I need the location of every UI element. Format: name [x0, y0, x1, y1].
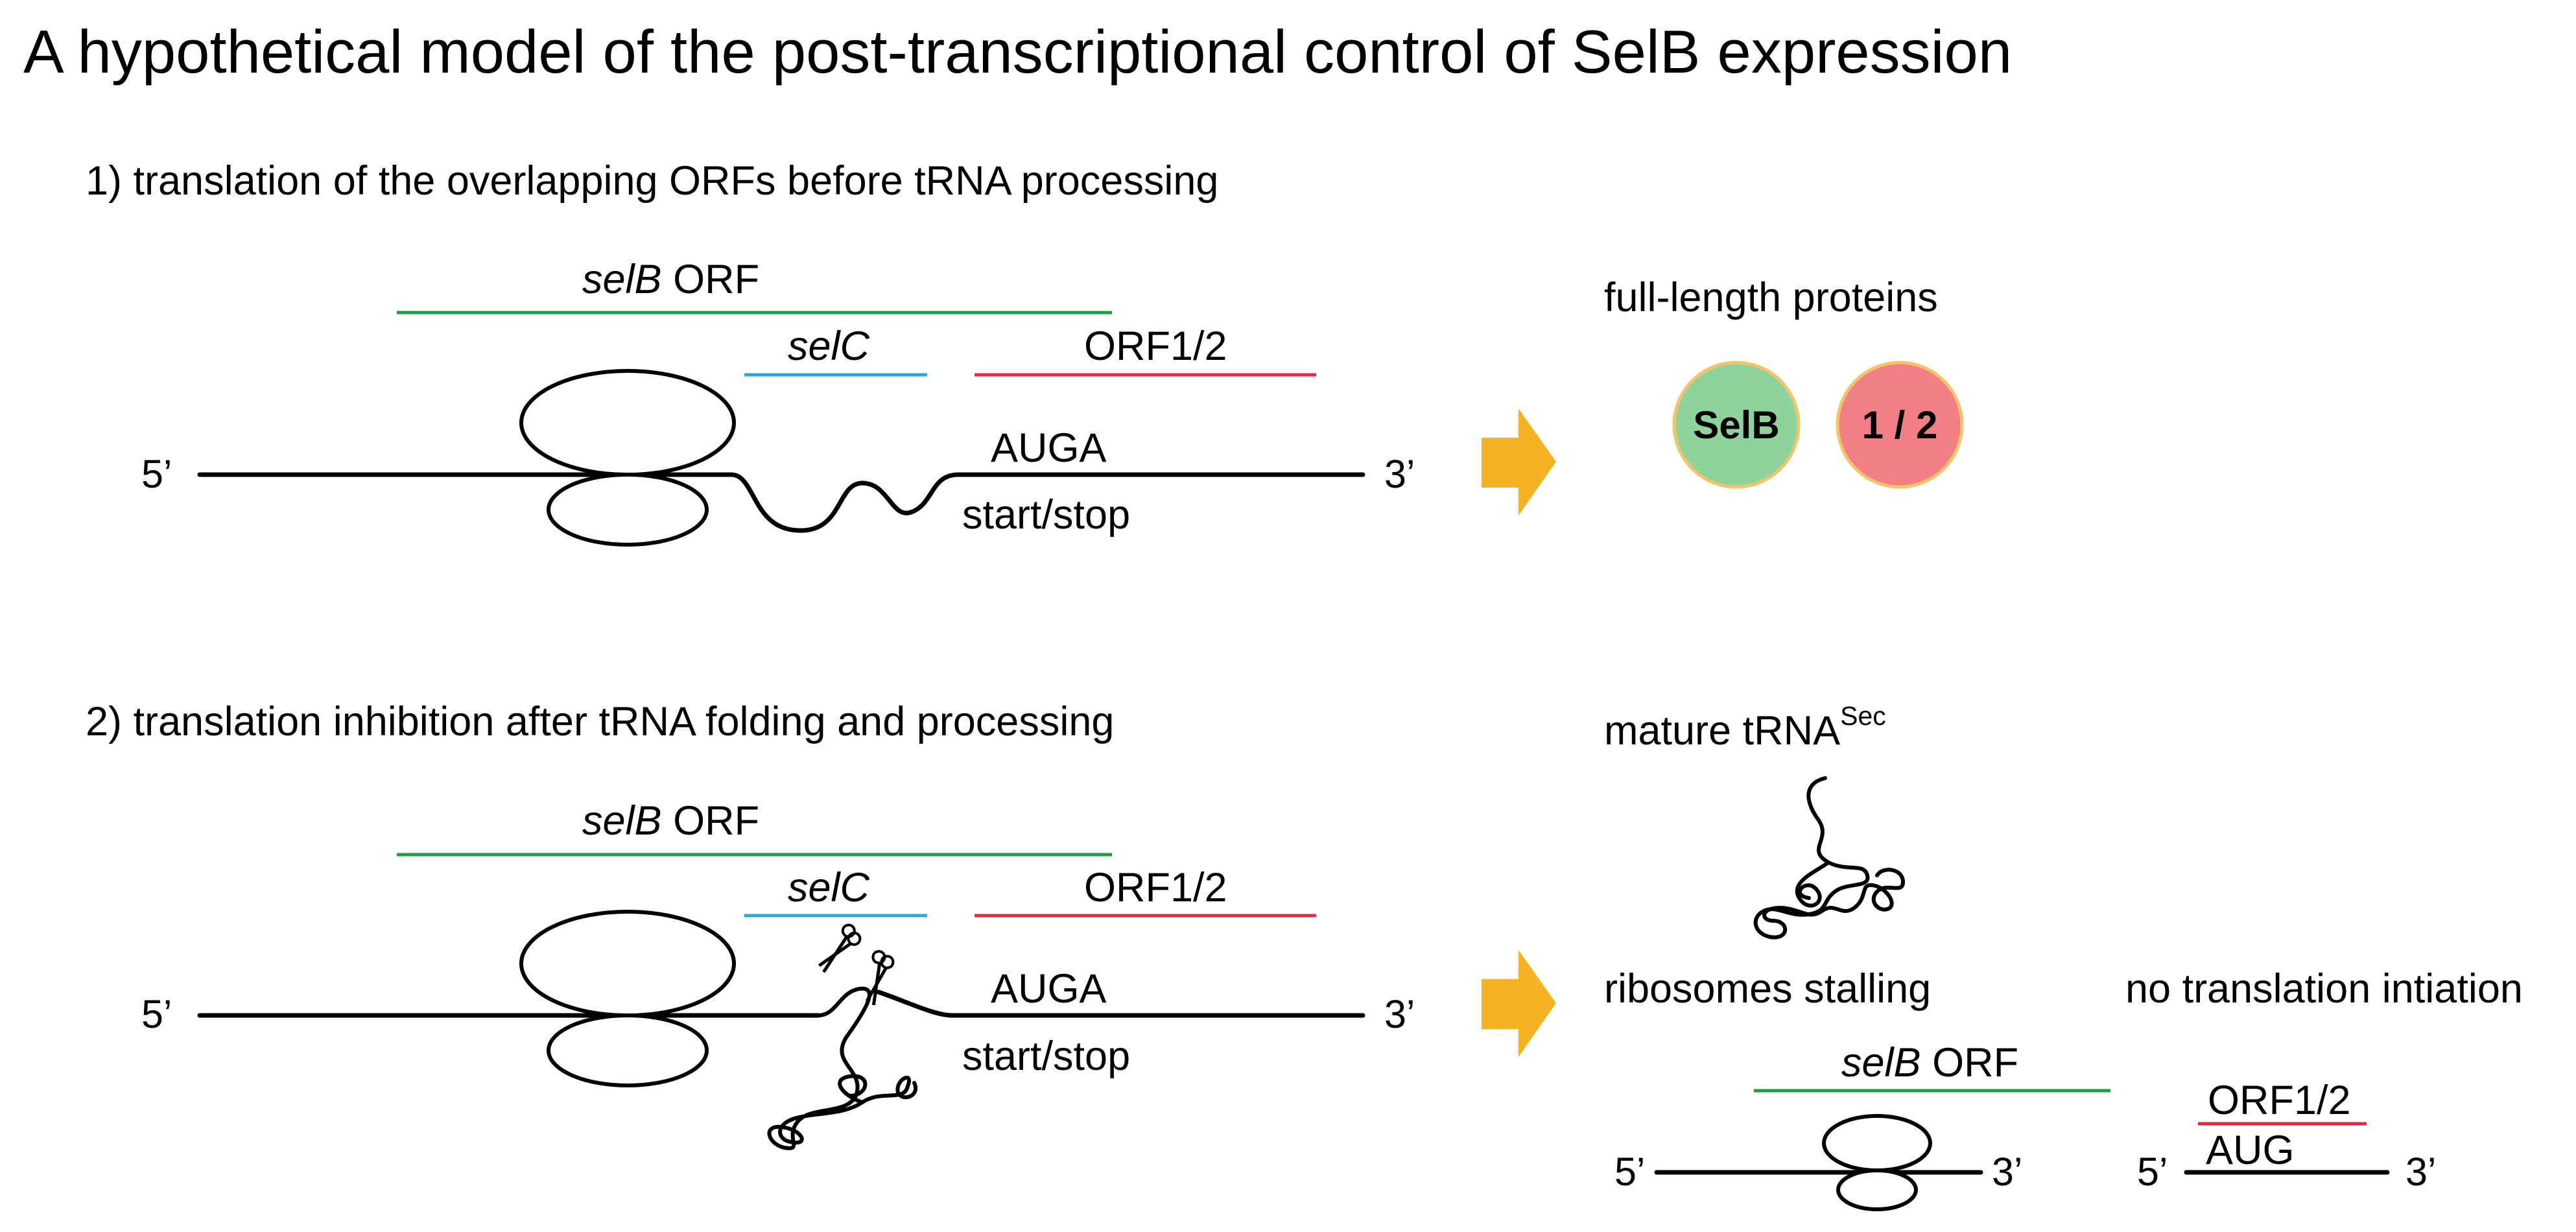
right-arrow-2: [1482, 950, 1556, 1057]
selb-orf-label-2: selB ORF: [582, 798, 759, 844]
three-prime-label-2: 3’: [1384, 992, 1415, 1036]
full-length-proteins-label: full-length proteins: [1604, 275, 1938, 320]
stall-three-prime: 3’: [1992, 1150, 2022, 1194]
mrna-strand-2: [197, 989, 1365, 1018]
start-stop-label: start/stop: [962, 492, 1130, 538]
orf12-protein-circle: [1836, 361, 1964, 489]
three-prime-label: 3’: [1384, 452, 1415, 496]
panel-1: 1) translation of the overlapping ORFs b…: [86, 158, 1964, 547]
ribosome-small-subunit: [547, 473, 709, 547]
ribosome-large-subunit-2: [519, 910, 736, 1017]
noinit-five-prime: 5’: [2137, 1150, 2168, 1194]
mature-trna-label: mature tRNASec: [1604, 701, 1886, 753]
auga-label-2: AUGA: [991, 966, 1107, 1012]
five-prime-label: 5’: [141, 452, 172, 496]
panel-2: 2) translation inhibition after tRNA fol…: [86, 699, 2523, 1211]
selc-label-2: selC: [788, 865, 870, 910]
stall-selb-orf-label: selB ORF: [1841, 1040, 2018, 1085]
panel-2-heading: 2) translation inhibition after tRNA fol…: [86, 699, 1114, 744]
mature-trna-shape: [1753, 776, 1905, 940]
stall-five-prime: 5’: [1614, 1150, 1645, 1194]
selb-protein-label: SelB: [1693, 403, 1779, 447]
ribosome-small-subunit-2: [547, 1013, 709, 1087]
scissors-icon: [865, 950, 895, 1006]
ribosome-large-subunit: [519, 369, 736, 477]
stall-ribosome-small: [1836, 1168, 1918, 1211]
panel-1-heading: 1) translation of the overlapping ORFs b…: [86, 158, 1218, 204]
noinit-orf12-label: ORF1/2: [2208, 1078, 2351, 1123]
orf12-label: ORF1/2: [1084, 324, 1227, 369]
selb-protein-circle: [1672, 361, 1801, 489]
right-arrow-1: [1482, 409, 1556, 515]
mrna-strand: [197, 472, 1365, 533]
no-translation-initiation-label: no translation intiation: [2125, 966, 2523, 1012]
scissors-icon: [818, 923, 862, 973]
ribosomes-stalling-label: ribosomes stalling: [1604, 966, 1931, 1012]
folded-trna-precursor: [767, 986, 918, 1150]
auga-label: AUGA: [991, 425, 1107, 471]
selb-orf-label: selB ORF: [582, 257, 759, 302]
page-title: A hypothetical model of the post-transcr…: [23, 18, 2012, 86]
orf12-label-2: ORF1/2: [1084, 865, 1227, 910]
five-prime-label-2: 5’: [141, 992, 172, 1036]
selc-label: selC: [788, 324, 870, 369]
start-stop-label-2: start/stop: [962, 1034, 1130, 1079]
noinit-aug-label: AUG: [2206, 1128, 2295, 1173]
noinit-three-prime: 3’: [2405, 1150, 2436, 1194]
orf12-protein-label: 1 / 2: [1862, 403, 1938, 447]
stall-ribosome-large: [1822, 1114, 1932, 1172]
